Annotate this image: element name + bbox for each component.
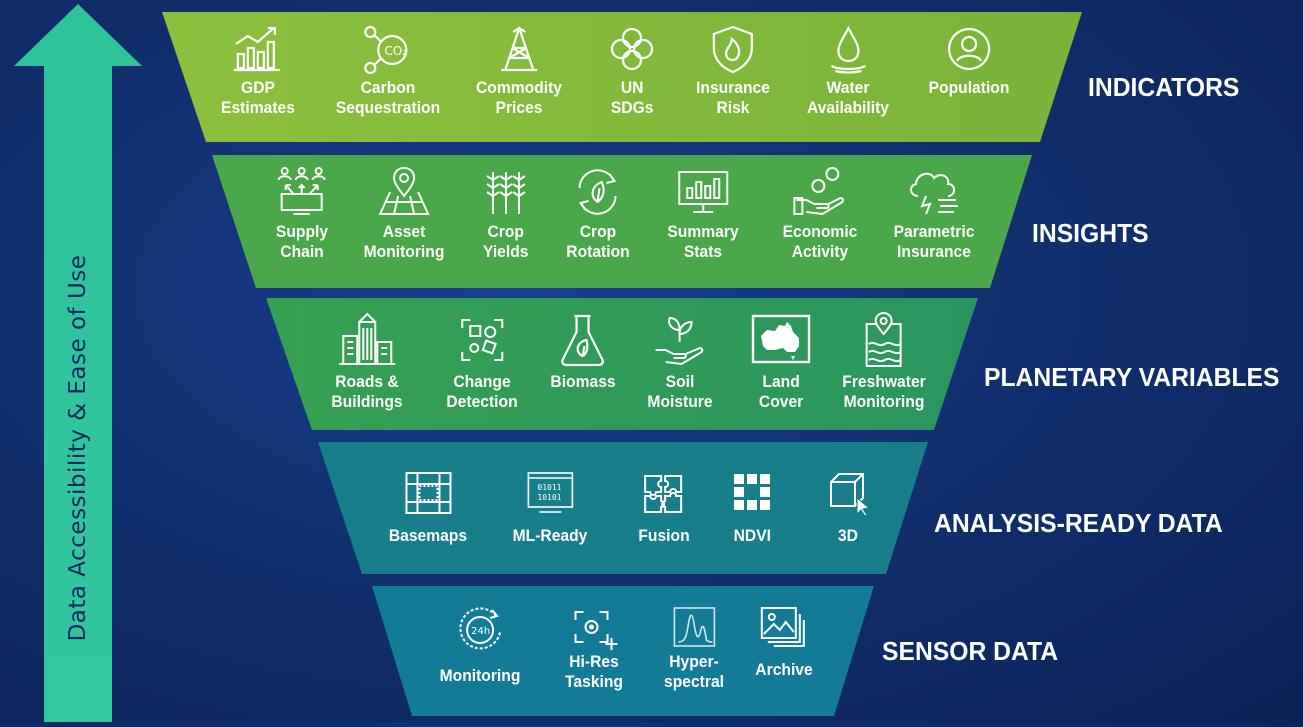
item-basemaps: Basemaps bbox=[385, 470, 470, 546]
item-water-availability: Water Availability bbox=[803, 24, 892, 118]
item-3d: 3D bbox=[825, 470, 871, 546]
tier-title: INSIGHTS bbox=[1032, 218, 1149, 248]
item-economic-activity: Economic Activity bbox=[779, 166, 860, 262]
item-label: 3D bbox=[837, 526, 858, 545]
item-label: Soil Moisture bbox=[647, 372, 713, 411]
storm-cloud-icon bbox=[909, 172, 958, 215]
item-label: ML-Ready bbox=[512, 526, 588, 545]
item-label: Archive bbox=[755, 660, 813, 679]
item-label: UN SDGs bbox=[610, 78, 654, 117]
map-pin-icon bbox=[378, 166, 430, 215]
tier-title: ANALYSIS-READY DATA bbox=[934, 508, 1223, 538]
shield-flame-icon bbox=[712, 25, 754, 74]
person-circle-icon bbox=[947, 27, 991, 71]
item-ndvi: NDVI bbox=[728, 470, 776, 546]
item-parametric-insurance: Parametric Insurance bbox=[890, 166, 978, 262]
item-gdp-estimates: GDP Estimates bbox=[218, 24, 298, 118]
item-label: Supply Chain bbox=[275, 222, 329, 261]
leaf-cycle-icon bbox=[579, 169, 617, 215]
item-label: Hi-Res Tasking bbox=[565, 652, 623, 691]
spectrum-icon bbox=[673, 607, 715, 647]
item-label: Land Cover bbox=[758, 372, 804, 411]
item-roads-buildings: Roads & Buildings bbox=[328, 312, 405, 412]
tier-title: PLANETARY VARIABLES bbox=[984, 362, 1280, 392]
item-label: Fusion bbox=[638, 526, 690, 545]
item-asset-monitoring: Asset Monitoring bbox=[360, 166, 448, 262]
item-soil-moisture: Soil Moisture bbox=[645, 312, 716, 412]
item-label: NDVI bbox=[733, 526, 771, 545]
item-crop-rotation: Crop Rotation bbox=[564, 166, 633, 262]
svg-text:10101: 10101 bbox=[537, 493, 561, 502]
item-archive: Archive bbox=[753, 604, 815, 680]
item-label: Summary Stats bbox=[667, 222, 739, 261]
item-fusion: Fusion bbox=[636, 470, 692, 546]
item-commodity-prices: Commodity Prices bbox=[472, 24, 566, 118]
item-label: Insurance Risk bbox=[696, 78, 770, 117]
item-label: Carbon Sequestration bbox=[335, 78, 441, 117]
item-label: Crop Rotation bbox=[566, 222, 630, 261]
hand-plant-icon bbox=[656, 316, 704, 366]
item-hyperspectral: Hyper- spectral bbox=[661, 604, 726, 692]
item-label: Economic Activity bbox=[782, 222, 858, 261]
svg-text:24h: 24h bbox=[471, 626, 490, 637]
oil-derrick-icon bbox=[501, 26, 537, 72]
item-monitoring: 24h Monitoring bbox=[436, 604, 524, 686]
svg-text:CO₂: CO₂ bbox=[384, 44, 407, 58]
item-label: Population bbox=[928, 78, 1010, 97]
sdg-wheel-icon bbox=[610, 27, 654, 71]
puzzle-icon bbox=[644, 475, 682, 513]
item-supply-chain: Supply Chain bbox=[274, 166, 331, 262]
item-carbon-sequestration: CO₂ Carbon Sequestration bbox=[331, 24, 444, 118]
item-change-detection: Change Detection bbox=[443, 312, 520, 412]
hand-coins-icon bbox=[793, 167, 844, 216]
item-label: Asset Monitoring bbox=[363, 222, 445, 261]
item-label: Crop Yields bbox=[483, 222, 529, 261]
co2-molecule-icon: CO₂ bbox=[363, 25, 408, 74]
item-insurance-risk: Insurance Risk bbox=[693, 24, 773, 118]
item-label: Water Availability bbox=[806, 78, 890, 117]
australia-map-icon bbox=[751, 314, 811, 364]
svg-text:01011: 01011 bbox=[537, 483, 561, 492]
image-stack-icon bbox=[761, 607, 805, 647]
ndvi-grid-icon bbox=[734, 474, 770, 510]
binary-window-icon: 01011 10101 bbox=[527, 472, 573, 513]
clock-24h-icon: 24h bbox=[459, 607, 501, 650]
monitor-chart-icon bbox=[677, 171, 728, 213]
target-frame-icon bbox=[574, 611, 618, 650]
flask-leaf-icon bbox=[561, 314, 605, 367]
bar-chart-growth-icon bbox=[233, 26, 280, 72]
item-summary-stats: Summary Stats bbox=[664, 166, 741, 262]
item-ml-ready: 01011 10101 ML-Ready bbox=[509, 470, 590, 546]
item-crop-yields: Crop Yields bbox=[481, 166, 531, 262]
tier-title: SENSOR DATA bbox=[882, 636, 1059, 666]
item-label: Biomass bbox=[550, 372, 616, 391]
item-label: Freshwater Monitoring bbox=[842, 372, 926, 411]
supply-chain-icon bbox=[277, 167, 326, 215]
item-land-cover: Land Cover bbox=[751, 314, 811, 412]
tier-title: INDICATORS bbox=[1088, 72, 1240, 102]
item-label: Commodity Prices bbox=[475, 78, 563, 117]
water-drop-icon bbox=[830, 25, 866, 74]
item-label: Monitoring bbox=[439, 666, 521, 685]
item-label: GDP Estimates bbox=[221, 78, 295, 117]
up-arrow-icon bbox=[14, 4, 142, 722]
axis-label: Data Accessibility & Ease of Use bbox=[65, 254, 91, 642]
item-hi-res-tasking: Hi-Res Tasking bbox=[563, 604, 626, 692]
water-pin-icon bbox=[865, 312, 902, 367]
item-population: Population bbox=[925, 24, 1013, 98]
item-freshwater-monitoring: Freshwater Monitoring bbox=[839, 312, 930, 412]
wheat-icon bbox=[486, 172, 526, 214]
grid-map-icon bbox=[405, 472, 451, 514]
cube-cursor-icon bbox=[830, 473, 871, 516]
item-biomass: Biomass bbox=[548, 312, 619, 392]
item-label: Basemaps bbox=[388, 526, 468, 545]
item-label: Roads & Buildings bbox=[331, 372, 403, 411]
accessibility-arrow: Data Accessibility & Ease of Use bbox=[0, 0, 160, 722]
item-un-sdgs: UN SDGs bbox=[607, 24, 657, 118]
buildings-icon bbox=[338, 312, 395, 365]
item-label: Change Detection bbox=[446, 372, 518, 411]
item-label: Hyper- spectral bbox=[664, 652, 724, 691]
item-label: Parametric Insurance bbox=[893, 222, 975, 261]
change-detection-icon bbox=[461, 319, 503, 361]
